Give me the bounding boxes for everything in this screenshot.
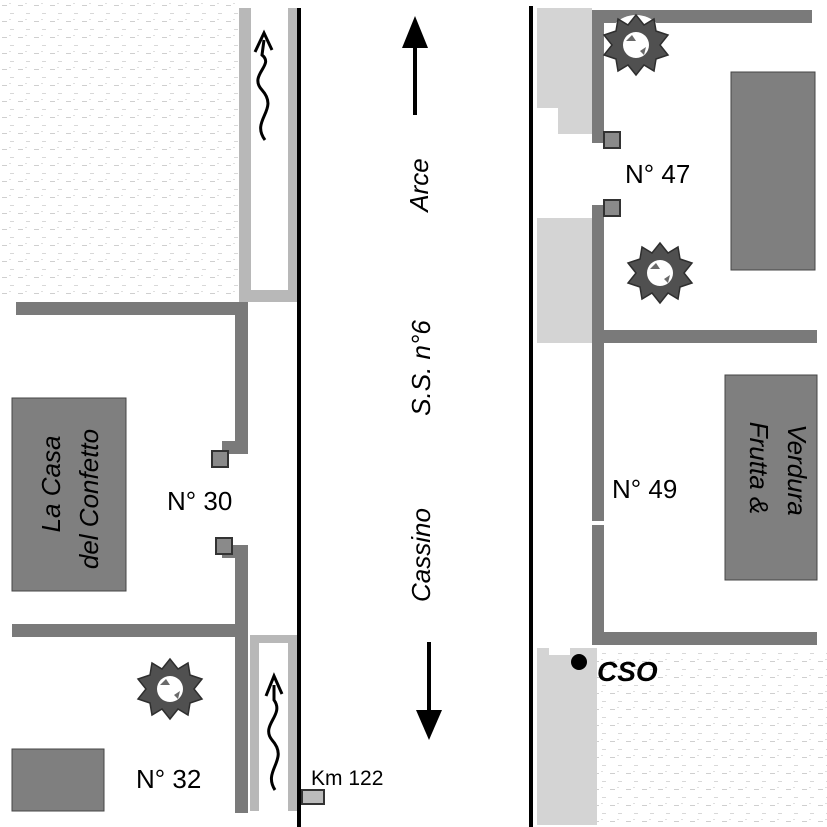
road-edge-left (297, 8, 301, 827)
driveway-bottom-left (250, 635, 297, 811)
house-number-30: N° 30 (167, 486, 232, 516)
curvy-arrow-icon (253, 29, 274, 141)
shop-confetto-line1: La Casa (36, 436, 66, 533)
wall-right-lower (592, 632, 817, 645)
arrow-down-icon (416, 642, 442, 740)
wall-right-top-vertical (592, 10, 604, 143)
building-n47 (730, 71, 816, 271)
walls (12, 10, 817, 813)
wall-right-mid-vertical (592, 205, 604, 343)
arrow-up-icon (402, 16, 428, 115)
tree-icon (627, 242, 693, 304)
building-la-casa-del-confetto (11, 397, 127, 592)
cso-marker-icon (571, 654, 587, 670)
curvy-arrow-icon (264, 672, 284, 791)
shop-frutta-line2: Verdura (782, 424, 812, 516)
wall-right-mid (592, 330, 817, 343)
wall-left-upper-vertical (235, 302, 248, 454)
house-number-32: N° 32 (136, 764, 201, 794)
wall-left-lower-vertical (235, 545, 248, 813)
wall-left-lower (12, 624, 248, 637)
house-number-47: N° 47 (625, 159, 690, 189)
road-name-label: S.S. n°6 (406, 320, 436, 416)
km-marker-label: Km 122 (311, 767, 383, 790)
tree-icon (603, 14, 669, 76)
direction-arce-label: Arce (404, 158, 434, 213)
driveway-top-left (239, 8, 297, 302)
shop-frutta-line1: Frutta & (744, 422, 774, 514)
direction-cassino-label: Cassino (406, 508, 436, 602)
cso-label: CSO (597, 656, 658, 687)
wall-left-upper (16, 302, 246, 315)
building-n32 (11, 748, 105, 812)
house-number-49: N° 49 (612, 474, 677, 504)
manhole-icon (211, 131, 621, 805)
tree-icon (137, 658, 203, 720)
sidewalk-right (537, 8, 597, 825)
land-area-top-left (0, 0, 240, 300)
building-frutta-verdura (724, 374, 818, 581)
road-edge-right (529, 6, 533, 827)
wall-right-lower-vertical (592, 343, 604, 521)
shop-confetto-line2: del Confetto (74, 429, 104, 569)
land-area-bottom-right (597, 648, 827, 827)
